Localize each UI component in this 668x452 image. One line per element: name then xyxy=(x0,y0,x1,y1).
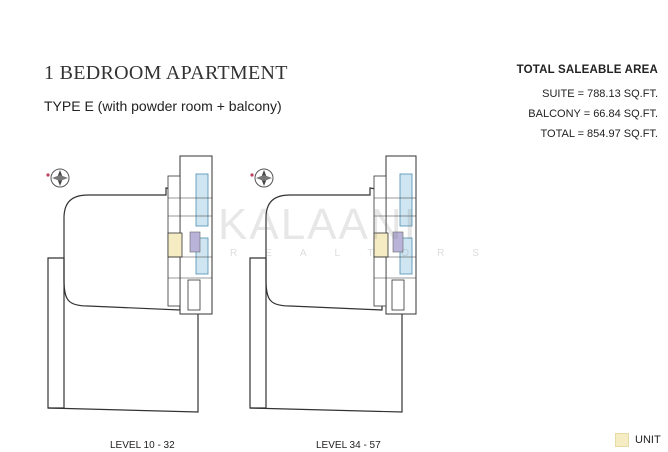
legend-label: UNIT xyxy=(635,434,661,446)
area-heading: TOTAL SALEABLE AREA xyxy=(516,64,658,76)
legend: UNIT xyxy=(615,433,661,447)
suite-area: SUITE = 788.13 SQ.FT. xyxy=(542,88,658,100)
unit-type-subtitle: TYPE E (with powder room + balcony) xyxy=(44,98,282,114)
floor-plan-level-34-57 xyxy=(249,155,417,413)
compass-icon xyxy=(250,168,274,188)
level-label-1: LEVEL 10 - 32 xyxy=(110,440,175,451)
page-title: 1 BEDROOM APARTMENT xyxy=(44,62,288,84)
watermark-logo: KALAANI xyxy=(218,200,418,249)
level-label-2: LEVEL 34 - 57 xyxy=(316,440,381,451)
compass-icon xyxy=(46,168,70,188)
legend-swatch xyxy=(615,433,629,447)
area-summary: TOTAL SALEABLE AREA SUITE = 788.13 SQ.FT… xyxy=(517,64,658,148)
watermark-subtext: REALTORS xyxy=(230,248,507,259)
balcony-area: BALCONY = 66.84 SQ.FT. xyxy=(528,108,658,120)
floor-plan-level-10-32 xyxy=(46,155,213,413)
total-area: TOTAL = 854.97 SQ.FT. xyxy=(540,128,659,140)
